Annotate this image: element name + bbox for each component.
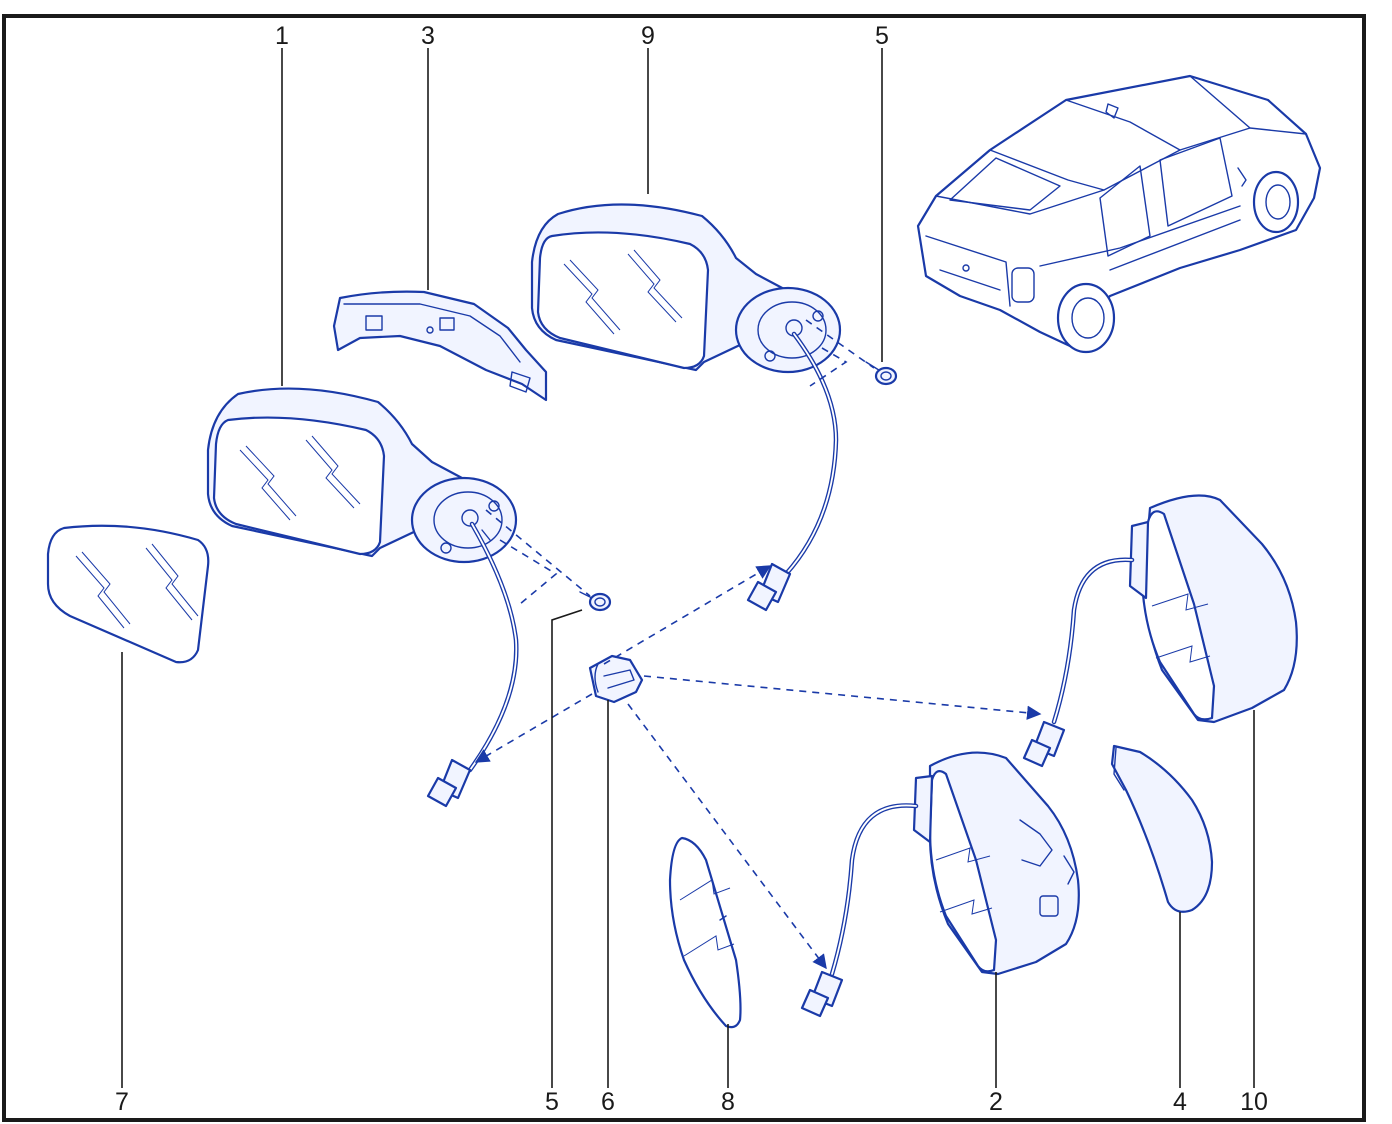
part-1-mirror-assembly — [206, 387, 519, 808]
part-5-screw-bottom — [579, 591, 612, 612]
callout-9: 9 — [641, 22, 655, 50]
connection-arrows — [474, 565, 1042, 970]
part-6-connector-clip — [588, 654, 644, 704]
callout-8: 8 — [721, 1088, 735, 1116]
callout-5-top: 5 — [875, 22, 889, 50]
callout-1: 1 — [275, 22, 289, 50]
callout-3: 3 — [421, 22, 435, 50]
callout-4: 4 — [1173, 1088, 1187, 1116]
callout-2: 2 — [989, 1088, 1003, 1116]
callout-10: 10 — [1240, 1088, 1268, 1116]
part-3-cover-trim — [332, 290, 548, 402]
part-9-mirror-assembly — [530, 203, 842, 612]
part-7-mirror-glass — [46, 524, 210, 664]
mounting-lines — [485, 319, 875, 605]
part-5-screw-top — [865, 361, 898, 386]
callout-6: 6 — [601, 1088, 615, 1116]
part-2-mirror-housing — [800, 751, 1080, 1018]
callout-7: 7 — [115, 1088, 129, 1116]
callout-5-bottom: 5 — [545, 1088, 559, 1116]
leader-lines — [121, 48, 1255, 1088]
car-illustration — [916, 74, 1322, 354]
part-8-mirror-glass-side — [668, 836, 742, 1029]
part-10-mirror-housing — [1022, 494, 1298, 768]
part-4-cover-cap — [1110, 744, 1214, 913]
